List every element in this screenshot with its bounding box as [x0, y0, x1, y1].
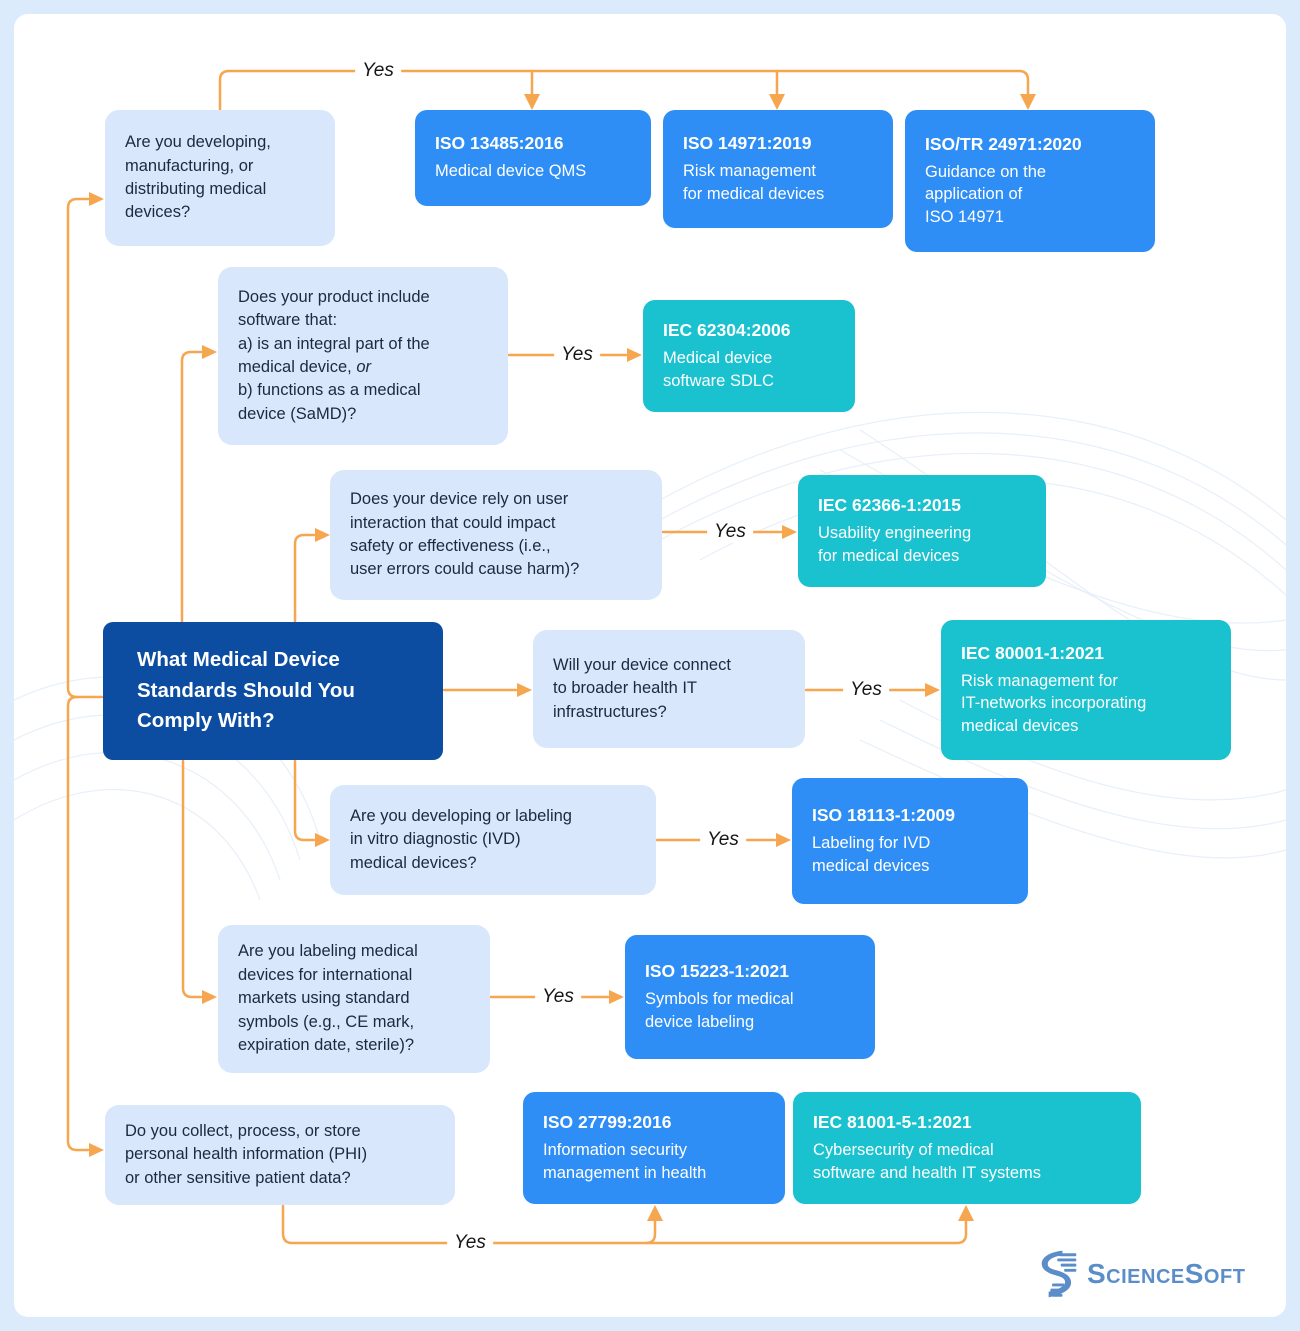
page-title: What Medical Device Standards Should You…	[103, 622, 443, 760]
standard-iso-27799: ISO 27799:2016 Information security mana…	[523, 1092, 785, 1204]
question-text: Does your product include software that:…	[238, 286, 430, 427]
yes-label-bottom: Yes	[447, 1232, 493, 1254]
standard-code: ISO 18113-1:2009	[812, 805, 956, 826]
standard-code: ISO 14971:2019	[683, 133, 812, 154]
standard-iec-80001: IEC 80001-1:2021 Risk management for IT-…	[941, 620, 1231, 760]
standard-iso-tr-24971: ISO/TR 24971:2020 Guidance on the applic…	[905, 110, 1155, 252]
yes-label-top: Yes	[355, 60, 401, 82]
standard-code: IEC 80001-1:2021	[961, 643, 1105, 664]
standard-iso-13485: ISO 13485:2016 Medical device QMS	[415, 110, 651, 206]
question-product-software: Does your product include software that:…	[218, 267, 508, 445]
page-title-text: What Medical Device Standards Should You…	[137, 647, 355, 733]
standard-code: ISO/TR 24971:2020	[925, 134, 1082, 155]
standard-desc: Medical device QMS	[435, 162, 587, 181]
standard-code: IEC 62304:2006	[663, 320, 791, 341]
question-text-part: Does your product include software that:…	[238, 287, 430, 376]
question-text: Will your device connect to broader heal…	[553, 655, 731, 721]
standard-desc: Risk management for medical devices	[683, 162, 825, 203]
standard-desc: Medical device software SDLC	[663, 349, 774, 390]
logo-icon	[1041, 1250, 1077, 1298]
logo-text: ScienceSoft	[1087, 1258, 1246, 1289]
standard-iso-15223: ISO 15223-1:2021 Symbols for medical dev…	[625, 935, 875, 1059]
question-health-it-connect: Will your device connect to broader heal…	[533, 630, 805, 748]
yes-label-software: Yes	[554, 344, 600, 366]
standard-desc: Cybersecurity of medical software and he…	[813, 1141, 1042, 1182]
standard-desc: Information security management in healt…	[543, 1141, 707, 1182]
question-labeling-symbols: Are you labeling medical devices for int…	[218, 925, 490, 1073]
standard-desc: Guidance on the application of ISO 14971	[925, 163, 1047, 226]
standard-desc: Risk management for IT-networks incorpor…	[961, 672, 1147, 735]
question-text: Are you labeling medical devices for int…	[238, 942, 418, 1055]
question-text: Does your device rely on user interactio…	[350, 490, 580, 579]
standard-iso-14971: ISO 14971:2019 Risk management for medic…	[663, 110, 893, 228]
standard-code: ISO 27799:2016	[543, 1112, 672, 1133]
sciencesoft-logo: ScienceSoft	[1040, 1250, 1245, 1298]
standard-desc: Labeling for IVD medical devices	[812, 834, 931, 875]
standard-code: IEC 81001-5-1:2021	[813, 1112, 972, 1133]
standard-code: ISO 13485:2016	[435, 133, 564, 154]
standard-iec-81001: IEC 81001-5-1:2021 Cybersecurity of medi…	[793, 1092, 1141, 1204]
standard-desc: Symbols for medical device labeling	[645, 990, 794, 1031]
question-user-interaction: Does your device rely on user interactio…	[330, 470, 662, 600]
standard-iso-18113: ISO 18113-1:2009 Labeling for IVD medica…	[792, 778, 1028, 904]
standard-code: IEC 62366-1:2015	[818, 495, 962, 516]
arrowheads	[89, 94, 1036, 1221]
question-ivd-devices: Are you developing or labeling in vitro …	[330, 785, 656, 895]
yes-label-ivd: Yes	[700, 829, 746, 851]
question-text: Do you collect, process, or store person…	[125, 1121, 368, 1187]
question-text: Are you developing, manufacturing, or di…	[125, 133, 271, 222]
question-text: Are you developing or labeling in vitro …	[350, 806, 572, 872]
question-developing-devices: Are you developing, manufacturing, or di…	[105, 110, 335, 246]
question-or-word: or	[356, 358, 371, 376]
yes-label-usability: Yes	[707, 521, 753, 543]
question-text-part: b) functions as a medical device (SaMD)?	[238, 381, 421, 423]
yes-label-symbols: Yes	[535, 986, 581, 1008]
standard-iec-62366: IEC 62366-1:2015 Usability engineering f…	[798, 475, 1046, 587]
standard-desc: Usability engineering for medical device…	[818, 524, 972, 565]
standard-iec-62304: IEC 62304:2006 Medical device software S…	[643, 300, 855, 412]
question-phi-data: Do you collect, process, or store person…	[105, 1105, 455, 1205]
yes-label-network: Yes	[843, 679, 889, 701]
standard-code: ISO 15223-1:2021	[645, 961, 789, 982]
